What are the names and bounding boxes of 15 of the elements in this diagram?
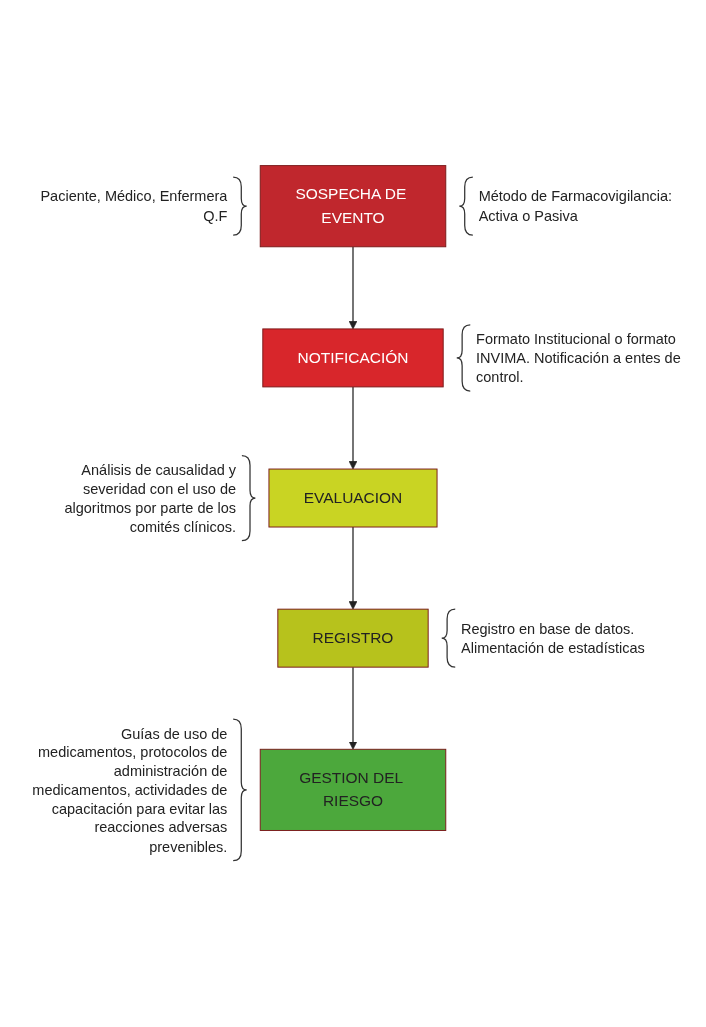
process-box: GESTION DEL RIESGO: [259, 749, 447, 832]
process-box: SOSPECHA DE EVENTO: [259, 165, 447, 248]
process-box: EVALUACION: [268, 468, 438, 528]
annotation-text: Registro en base de datos. Alimentación de estadísticas: [461, 619, 646, 658]
annotation-text: Guías de uso de medicamentos, protocolos de administración de medicamentos, actividades de capacitación para evitar las reacciones adversas prevenibles.: [31, 724, 228, 857]
annotation-text: Método de Farmacovigilancia: Activa o Pasiva: [478, 187, 673, 226]
arrow: [348, 666, 358, 751]
annotation-text: Análisis de causalidad y severidad con el uso de algoritmos por parte de los comités clínicos.: [63, 460, 237, 537]
process-box: REGISTRO: [277, 609, 429, 668]
annotation-text: Paciente, Médico, Enfermera Q.F: [39, 187, 228, 226]
process-box: NOTIFICACIÓN: [262, 328, 444, 388]
annotation-text: Formato Institucional o formato INVIMA. Notificación a entes de control.: [476, 330, 682, 387]
arrow: [348, 526, 358, 610]
arrow: [348, 246, 358, 330]
arrow: [348, 386, 358, 470]
